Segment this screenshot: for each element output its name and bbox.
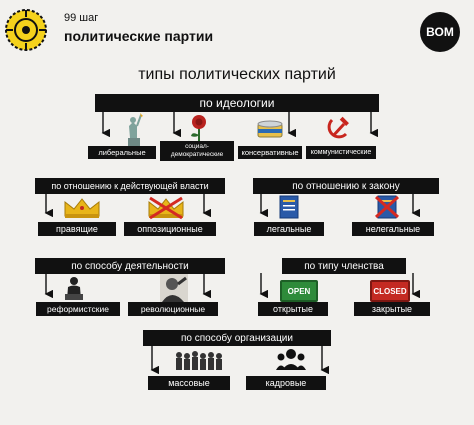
rose-icon	[186, 113, 212, 145]
activity-item-revolutionary: революционные	[128, 302, 218, 316]
people-group-icon	[276, 348, 306, 370]
ideology-item-conservative: консервативные	[238, 146, 302, 159]
brand-badge: ВОМ	[420, 12, 460, 52]
open-sign-text: OPEN	[287, 286, 311, 296]
organization-item-mass: массовые	[148, 376, 230, 390]
law-item-legal: легальные	[254, 222, 324, 236]
organization-heading: по способу организации	[143, 330, 331, 346]
logo-icon	[4, 8, 48, 52]
brand-label: ВОМ	[426, 25, 454, 39]
document-icon	[278, 194, 300, 220]
hammer-and-sickle-icon	[326, 116, 352, 140]
power-item-opposition: оппозиционные	[124, 222, 216, 236]
ideology-item-communist: коммунистические	[306, 146, 376, 159]
speaker-icon	[64, 276, 84, 302]
closed-sign-text: CLOSED	[373, 286, 407, 296]
statue-of-liberty-icon	[120, 112, 146, 146]
page-title: типы политических партий	[138, 66, 336, 83]
ideology-item-social-democratic: социал- демократические	[160, 141, 234, 161]
membership-heading: по типу членства	[282, 258, 406, 274]
crossed-document-icon	[374, 194, 400, 220]
law-heading: по отношению к закону	[253, 178, 439, 194]
organization-item-cadre: кадровые	[246, 376, 326, 390]
power-item-ruling: правящие	[38, 222, 116, 236]
open-sign-icon: OPEN	[280, 280, 318, 302]
law-item-illegal: нелегальные	[352, 222, 434, 236]
closed-sign-icon: CLOSED	[370, 280, 410, 302]
power-heading: по отношению к действующей власти	[35, 178, 225, 194]
activity-heading: по способу деятельности	[35, 258, 225, 274]
ideology-item-liberal: либеральные	[88, 146, 156, 159]
header-step: 99 шаг	[64, 12, 99, 24]
canned-food-icon	[257, 120, 283, 140]
crossed-crown-icon	[144, 196, 188, 220]
membership-item-open: открытые	[258, 302, 328, 316]
header-topic: политические партии	[64, 28, 214, 44]
membership-item-closed: закрытые	[354, 302, 430, 316]
activity-item-reformist: реформистские	[36, 302, 120, 316]
revolutionary-portrait-icon	[160, 274, 188, 302]
crowd-icon	[174, 350, 226, 370]
ideology-heading: по идеологии	[95, 94, 379, 112]
gold-crown-icon	[62, 196, 102, 220]
